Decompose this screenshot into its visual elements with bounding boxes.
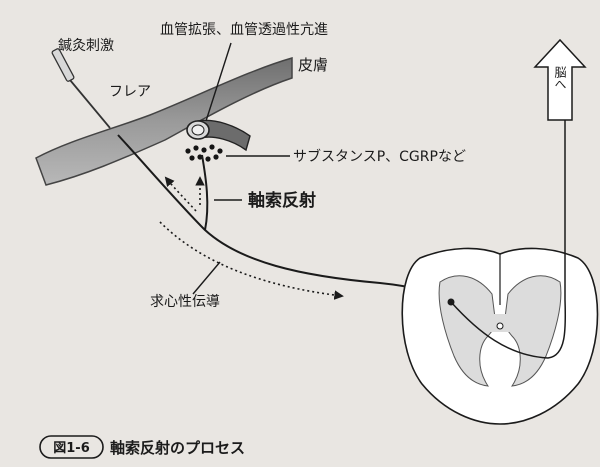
- neuropeptide-dots: [185, 144, 223, 162]
- figure-caption: 図1-6 軸索反射のプロセス: [39, 435, 245, 459]
- figure-title: 軸索反射のプロセス: [110, 439, 245, 457]
- figure-number-badge: [39, 435, 104, 459]
- blood-vessel-icon: [186, 119, 251, 152]
- nerve-branch: [201, 154, 209, 231]
- flare-label: フレア: [109, 84, 151, 100]
- to-brain-label: 脳へ: [553, 66, 567, 90]
- skin-layer: [35, 57, 293, 186]
- neuropeptide-label: サブスタンスP、CGRPなど: [293, 148, 466, 165]
- afferent-dotted-arrow: [159, 221, 344, 300]
- spinal-cord: [401, 247, 599, 425]
- flare-dotted-arrow: [164, 176, 197, 212]
- vasodilation-leader: [205, 42, 232, 122]
- afferent-label: 求心性伝導: [150, 294, 220, 310]
- acupuncture-label: 鍼灸刺激: [58, 37, 114, 54]
- axon-reflex-label: 軸索反射: [248, 190, 316, 211]
- dorsal-horn-neuron: [447, 120, 567, 359]
- vasodilation-label: 血管拡張、血管透過性亢進: [160, 21, 328, 38]
- afferent-leader: [192, 261, 221, 295]
- skin-label: 皮膚: [298, 56, 328, 74]
- up-arrow-icon: [533, 38, 587, 121]
- needle-icon: [51, 48, 111, 129]
- figure-number: 図1-6: [53, 441, 90, 456]
